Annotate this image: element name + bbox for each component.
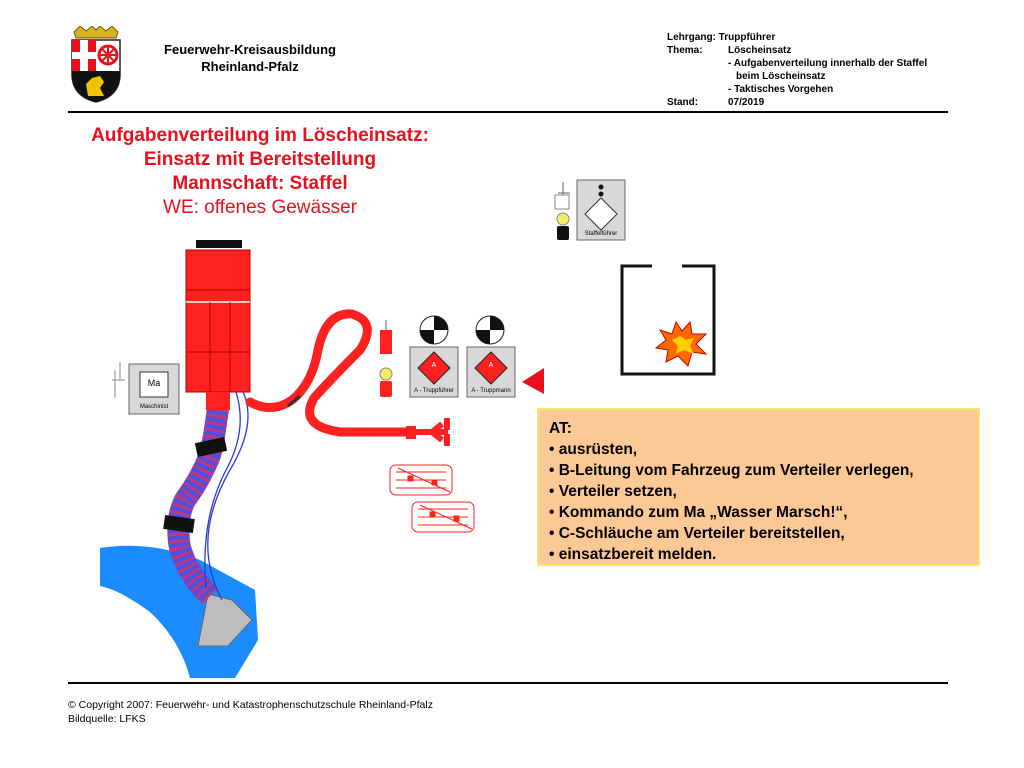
task-item: • einsatzbereit melden. bbox=[549, 546, 717, 563]
hose-coupling bbox=[163, 514, 195, 534]
lehrgang-line: Lehrgang: Truppführer bbox=[667, 32, 776, 43]
organisation-name: Feuerwehr-Kreisausbildung Rheinland-Pfal… bbox=[120, 41, 380, 75]
title-line-1: Aufgabenverteilung im Löscheinsatz: bbox=[91, 125, 429, 146]
a-trupp-symbols bbox=[379, 315, 516, 398]
thema-key: Thema: bbox=[667, 45, 703, 56]
thema-line-3: beim Löscheinsatz bbox=[736, 71, 826, 82]
attack-direction-arrow bbox=[522, 368, 544, 394]
staffelfuehrer-label: Staffelführer bbox=[584, 231, 618, 237]
fire-vehicle bbox=[185, 249, 251, 393]
task-heading: AT: bbox=[549, 420, 572, 437]
a-truppmann-label: A - Truppmann bbox=[471, 388, 511, 394]
footer: © Copyright 2007: Feuerwehr- und Katastr… bbox=[68, 698, 433, 726]
image-source-text: Bildquelle: LFKS bbox=[68, 713, 146, 725]
org-line-1: Feuerwehr-Kreisausbildung bbox=[164, 42, 336, 57]
building-outline bbox=[620, 264, 716, 376]
maschinist-label: Maschinist bbox=[139, 404, 169, 410]
maschinist-symbol bbox=[112, 362, 180, 415]
stand-value: 07/2019 bbox=[728, 97, 765, 108]
task-item: • ausrüsten, bbox=[549, 441, 638, 458]
a-symbol-label-2: A bbox=[488, 362, 494, 369]
title-line-3: Mannschaft: Staffel bbox=[172, 173, 348, 194]
b-hose-line bbox=[245, 309, 415, 437]
slide-title: Aufgabenverteilung im Löscheinsatz: Eins… bbox=[70, 124, 450, 220]
org-line-2: Rheinland-Pfalz bbox=[201, 59, 299, 74]
staffelfuehrer-symbol bbox=[554, 179, 626, 241]
distributor bbox=[406, 418, 450, 446]
thema-value: Löscheinsatz bbox=[728, 45, 792, 56]
c-hose-stack-1 bbox=[389, 464, 453, 496]
thema-line-2: - Aufgabenverteilung innerhalb der Staff… bbox=[728, 58, 928, 69]
ma-symbol-label: Ma bbox=[147, 378, 161, 388]
coat-of-arms-logo bbox=[71, 26, 121, 103]
title-line-4: WE: offenes Gewässer bbox=[163, 197, 357, 218]
task-item: • B-Leitung vom Fahrzeug zum Verteiler v… bbox=[549, 462, 914, 479]
title-line-2: Einsatz mit Bereitstellung bbox=[143, 149, 377, 170]
header-divider bbox=[68, 111, 948, 113]
thema-line-4: - Taktisches Vorgehen bbox=[728, 84, 834, 95]
task-item: • C-Schläuche am Verteiler bereitstellen… bbox=[549, 525, 845, 542]
task-item: • Verteiler setzen, bbox=[549, 483, 677, 500]
footer-divider bbox=[68, 682, 948, 684]
a-truppfuehrer-label: A - Truppführer bbox=[413, 388, 455, 394]
task-item: • Kommando zum Ma „Wasser Marsch!“, bbox=[549, 504, 848, 521]
course-meta: Lehrgang: Truppführer Thema: Löscheinsatz… bbox=[667, 31, 997, 109]
c-hose-stack-2 bbox=[411, 501, 475, 533]
task-box: AT: • ausrüsten, • B-Leitung vom Fahrzeu… bbox=[537, 408, 980, 566]
hose-coupling bbox=[194, 437, 228, 457]
a-symbol-label-1: A bbox=[431, 362, 437, 369]
suction-strainer bbox=[197, 593, 253, 647]
fire-vehicle-cab bbox=[196, 240, 242, 248]
stand-key: Stand: bbox=[667, 97, 699, 108]
copyright-text: © Copyright 2007: Feuerwehr- und Katastr… bbox=[68, 699, 433, 711]
